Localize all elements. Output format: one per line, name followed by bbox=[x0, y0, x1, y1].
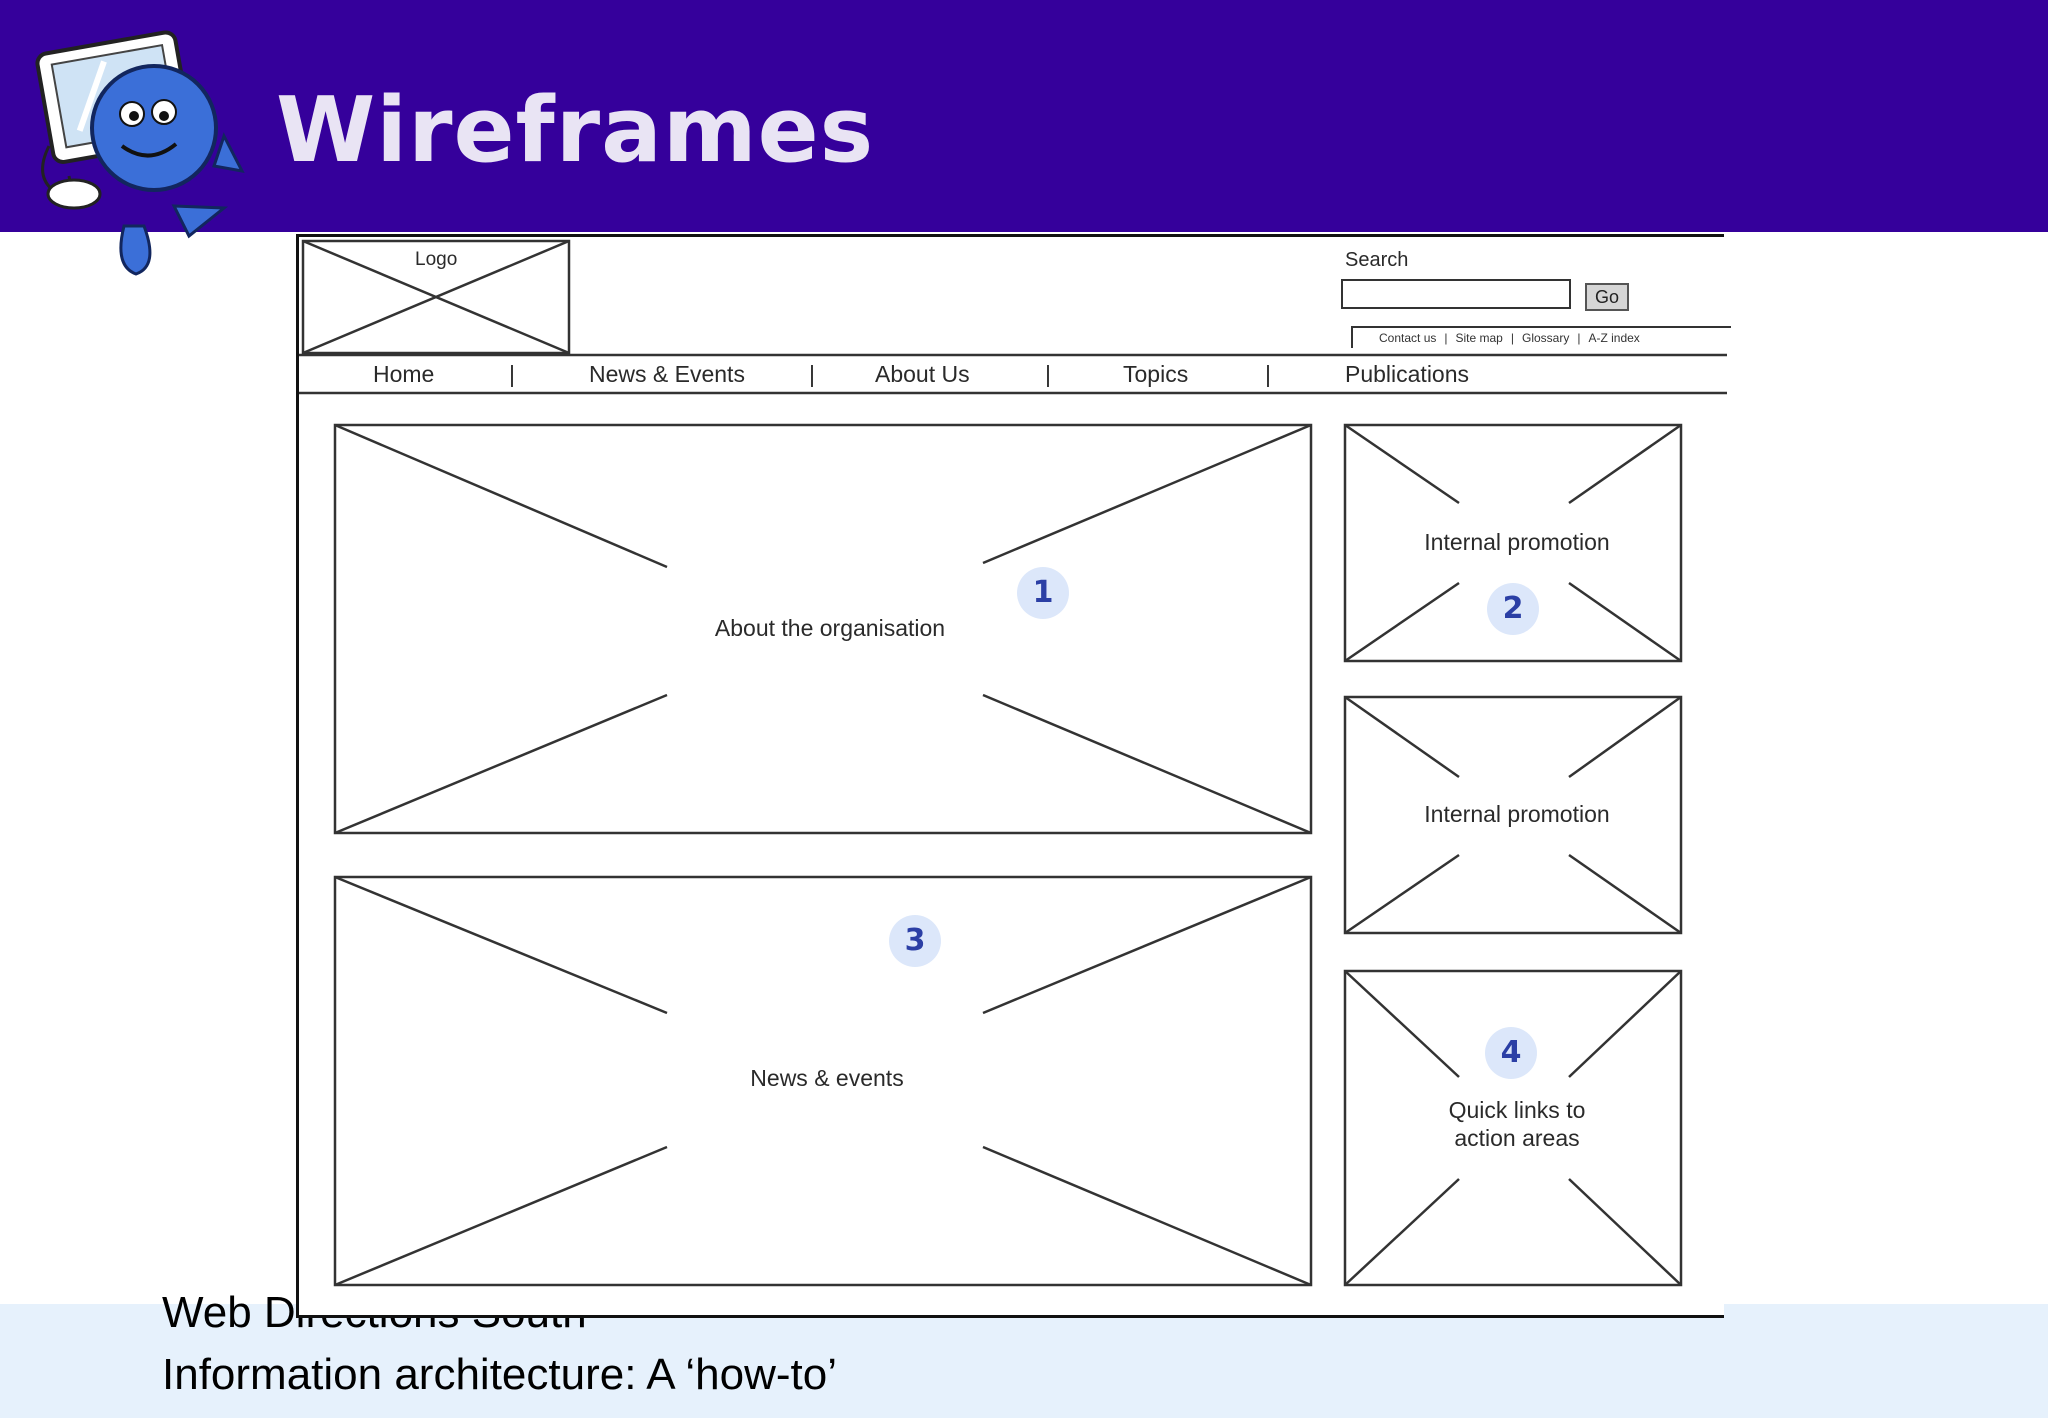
news-label: News & events bbox=[750, 1065, 904, 1091]
nav-separator: | bbox=[509, 361, 515, 387]
mascot-computer-icon bbox=[35, 30, 245, 276]
utility-separator: | bbox=[1510, 331, 1514, 345]
search-label: Search bbox=[1345, 249, 1409, 271]
nav-topics[interactable]: Topics bbox=[1123, 361, 1189, 387]
wireframe-lines bbox=[299, 239, 1727, 1287]
nav-separator: | bbox=[1265, 361, 1271, 387]
promo2-placeholder bbox=[1343, 695, 1683, 935]
utility-separator: | bbox=[1577, 331, 1581, 345]
utility-link-az[interactable]: A-Z index bbox=[1588, 331, 1640, 345]
utility-separator: | bbox=[1444, 331, 1448, 345]
promo2-label: Internal promotion bbox=[1424, 801, 1610, 827]
about-placeholder bbox=[333, 423, 1313, 835]
quicklinks-label-line2: action areas bbox=[1454, 1125, 1580, 1151]
nav-home[interactable]: Home bbox=[373, 361, 435, 387]
footer-talk-title: Information architecture: A ‘how-to’ bbox=[162, 1350, 837, 1399]
nav-about-us[interactable]: About Us bbox=[875, 361, 970, 387]
news-placeholder bbox=[333, 875, 1313, 1287]
badge-4: 4 bbox=[1485, 1027, 1537, 1079]
utility-link-glossary[interactable]: Glossary bbox=[1521, 331, 1570, 345]
nav-separator: | bbox=[809, 361, 815, 387]
logo-placeholder bbox=[301, 239, 571, 355]
utility-links: Contact us | Site map | Glossary | A-Z i… bbox=[1351, 326, 1731, 348]
go-button[interactable]: Go bbox=[1585, 283, 1629, 311]
utility-link-contact[interactable]: Contact us bbox=[1379, 331, 1437, 345]
footer-band bbox=[0, 1304, 2048, 1418]
promo1-placeholder bbox=[1343, 423, 1683, 663]
wireframe-mockup: Logo Search Go Contact us | Site map | G… bbox=[296, 234, 1731, 1318]
quicklinks-label-line1: Quick links to bbox=[1448, 1097, 1586, 1123]
utility-link-sitemap[interactable]: Site map bbox=[1455, 331, 1503, 345]
nav-separator: | bbox=[1045, 361, 1051, 387]
about-label: About the organisation bbox=[714, 615, 946, 641]
search-input[interactable] bbox=[1341, 279, 1571, 309]
badge-1: 1 bbox=[1017, 567, 1069, 619]
nav-publications[interactable]: Publications bbox=[1345, 361, 1470, 387]
header-band bbox=[0, 0, 2048, 232]
promo1-label: Internal promotion bbox=[1424, 529, 1610, 555]
badge-3: 3 bbox=[889, 915, 941, 967]
badge-2: 2 bbox=[1487, 583, 1539, 635]
slide-title: Wireframes bbox=[276, 78, 875, 183]
nav-news-events[interactable]: News & Events bbox=[589, 361, 745, 387]
logo-label: Logo bbox=[413, 249, 460, 271]
quicklinks-placeholder bbox=[1343, 969, 1683, 1287]
